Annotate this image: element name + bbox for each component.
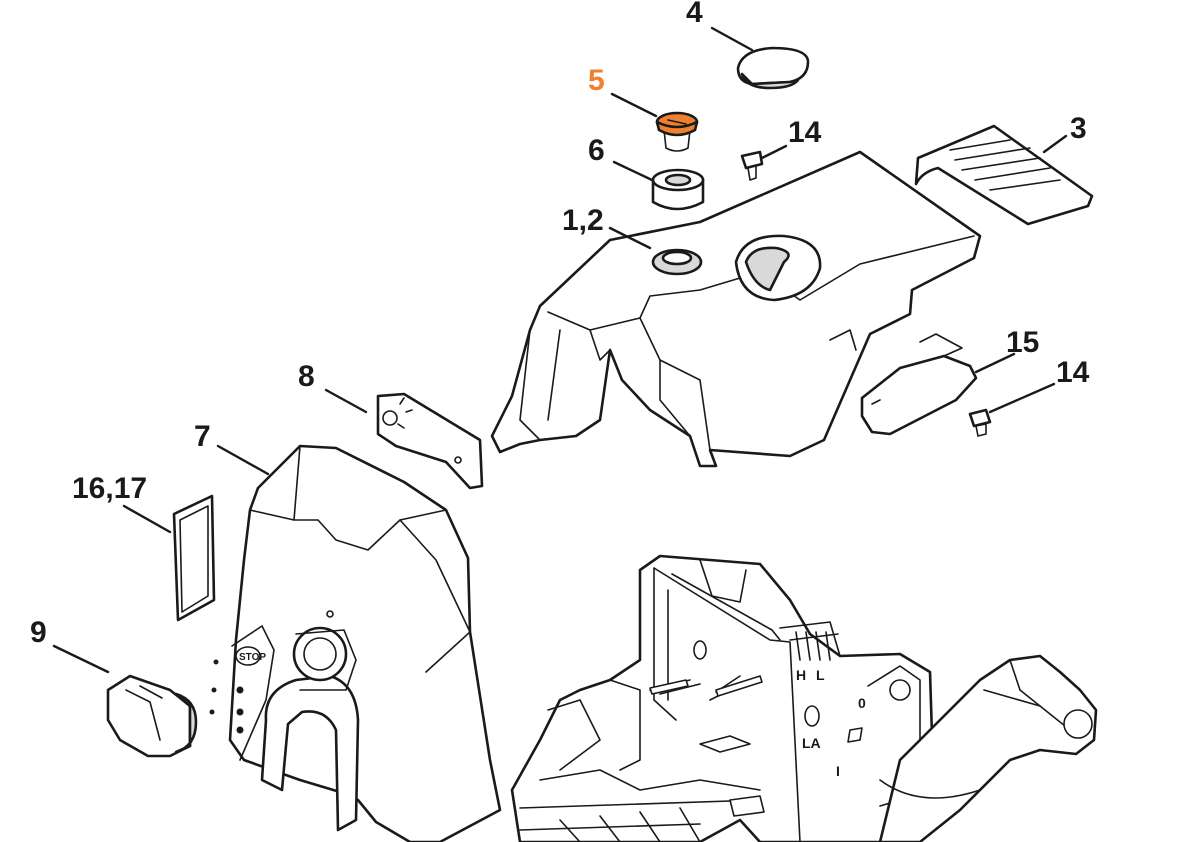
part-3-plate[interactable]: [914, 124, 1094, 226]
leader-9: [52, 644, 110, 674]
part-8-plate[interactable]: [376, 392, 484, 490]
callout-14-lower[interactable]: 14: [1056, 356, 1090, 389]
h-marking: H: [796, 667, 806, 683]
callout-7[interactable]: 7: [194, 420, 211, 453]
leader-14-upper: [760, 144, 788, 160]
part-6-grommet[interactable]: [651, 168, 705, 211]
leader-7: [216, 444, 270, 476]
leader-1-2: [608, 226, 652, 250]
leader-6: [612, 160, 654, 182]
leader-15: [974, 352, 1016, 374]
callout-15[interactable]: 15: [1006, 326, 1039, 359]
part-1-2-top-cover[interactable]: [490, 150, 982, 468]
rear-handle: [878, 654, 1098, 842]
leader-14-lower: [988, 382, 1056, 414]
part-4-cap[interactable]: [736, 46, 810, 90]
part-7-side-cover[interactable]: STOP: [209, 444, 502, 842]
part-5-screw[interactable]: [655, 111, 699, 152]
callout-5[interactable]: 5: [588, 64, 605, 97]
callout-labels: 4 5 14 3 6 1,2 15 14 8 7 16,17 9: [30, 0, 1090, 649]
stop-marking: STOP: [239, 652, 266, 663]
callout-3[interactable]: 3: [1070, 112, 1087, 145]
callout-9[interactable]: 9: [30, 616, 47, 649]
leader-16-17: [122, 504, 172, 534]
l-marking: L: [816, 667, 825, 683]
callout-8[interactable]: 8: [298, 360, 315, 393]
callout-14-upper[interactable]: 14: [788, 116, 822, 149]
one-marking: I: [836, 763, 840, 779]
zero-marking: 0: [858, 695, 866, 711]
leader-3: [1042, 134, 1068, 154]
part-14-lower-screw[interactable]: [968, 408, 992, 437]
callout-4[interactable]: 4: [686, 0, 703, 29]
part-9-knob[interactable]: [106, 674, 198, 758]
part-16-17-label[interactable]: [172, 494, 216, 622]
part-15-bracket[interactable]: [860, 333, 978, 436]
leader-8: [324, 388, 368, 414]
lower-housing-assembly: H L LA 0 I: [510, 554, 936, 842]
callout-16-17[interactable]: 16,17: [72, 472, 147, 505]
la-marking: LA: [802, 735, 821, 751]
leader-5: [610, 92, 658, 118]
leader-lines: [52, 26, 1068, 674]
part-14-upper-screw[interactable]: [740, 150, 764, 181]
callout-1-2[interactable]: 1,2: [562, 204, 604, 237]
callout-6[interactable]: 6: [588, 134, 605, 167]
leader-4: [710, 26, 754, 52]
